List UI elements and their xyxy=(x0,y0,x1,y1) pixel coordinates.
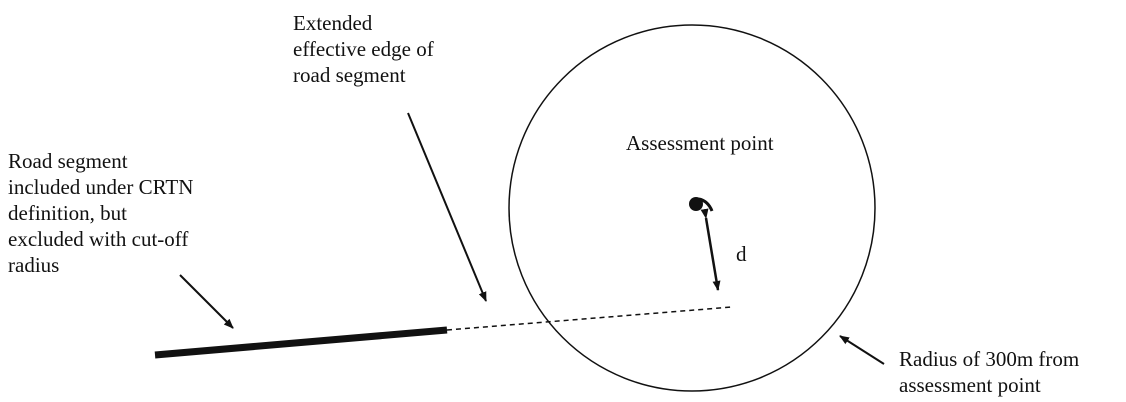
distance-arrow xyxy=(700,208,721,291)
radius-label: Radius of 300m from assessment point xyxy=(899,346,1079,398)
road-segment-label: Road segment included under CRTN definit… xyxy=(8,148,193,278)
radius-leader-arrow xyxy=(839,335,885,365)
radius-label-line: assessment point xyxy=(899,373,1041,397)
road-segment-line xyxy=(154,326,448,359)
extended-edge-label-line: Extended xyxy=(293,11,373,35)
extended-edge-label-line: road segment xyxy=(293,63,406,87)
road-segment-label-line: included under CRTN xyxy=(8,175,194,199)
road-segment-label-line: excluded with cut-off xyxy=(8,227,189,251)
road-segment-label-line: Road segment xyxy=(8,149,128,173)
distance-label: d xyxy=(736,242,747,266)
extended-edge-leader-arrow xyxy=(407,112,487,302)
extended-edge-dashed-line xyxy=(446,306,733,331)
extended-edge-label-line: effective edge of xyxy=(293,37,434,61)
assessment-point-label: Assessment point xyxy=(626,131,774,155)
road-segment-label-line: radius xyxy=(8,253,60,277)
cutoff-radius-circle xyxy=(508,24,876,392)
radius-label-line: Radius of 300m from xyxy=(899,347,1080,371)
extended-edge-label: Extended effective edge of road segment xyxy=(293,10,434,88)
road-segment-leader-arrow xyxy=(179,274,234,329)
road-segment-label-line: definition, but xyxy=(8,201,127,225)
